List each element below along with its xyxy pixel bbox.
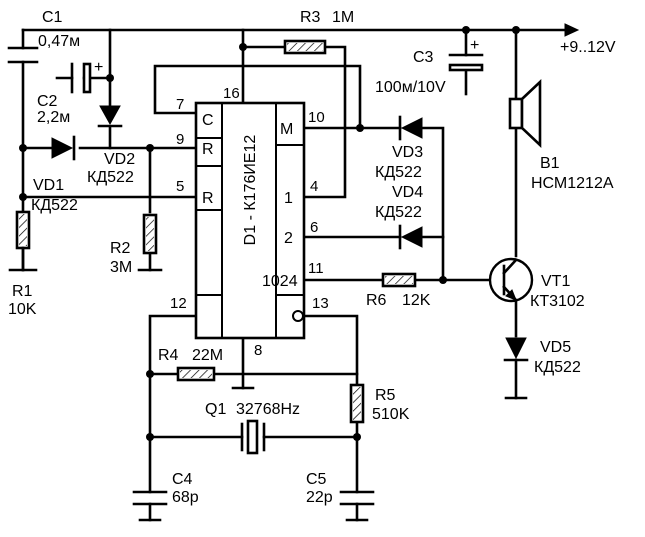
chip-pin-r2-label: R <box>202 190 214 207</box>
chip-pin-m-label: M <box>280 121 293 138</box>
r3-ref-label: R3 <box>300 9 321 26</box>
r2-value-label: 3M <box>110 259 132 276</box>
chip-d1: D1 - К176ИЕ12 C R R M 1 2 1024 7 16 9 5 … <box>170 85 329 359</box>
c1-ref-label: C1 <box>42 9 63 26</box>
diode-vd2: VD2 КД522 <box>87 105 135 186</box>
chip-name: D1 - К176ИЕ12 <box>242 135 259 246</box>
r4-value-label: 22M <box>192 347 223 364</box>
vd2-value-label: КД522 <box>87 169 134 186</box>
pin-number-7: 7 <box>176 96 184 113</box>
capacitor-c3: + C3 100м/10V <box>375 37 484 96</box>
c2-polarity-plus: + <box>94 59 103 76</box>
b1-ref-label: B1 <box>540 155 560 172</box>
c1-value-label: 0,47м <box>38 33 80 50</box>
vd4-ref-label: VD4 <box>392 184 423 201</box>
resistor-r4: R4 22M <box>158 347 223 382</box>
vd2-ref-label: VD2 <box>104 151 135 168</box>
c3-polarity-plus: + <box>470 37 479 54</box>
c3-ref-label: C3 <box>413 49 434 66</box>
speaker-b1: B1 НСМ1212А <box>508 78 614 192</box>
b1-value-label: НСМ1212А <box>531 175 614 192</box>
chip-pin-2-label: 2 <box>284 230 293 247</box>
c4-ref-label: C4 <box>172 471 193 488</box>
r1-ref-label: R1 <box>12 283 33 300</box>
diode-vd3: VD3 КД522 <box>375 115 423 181</box>
transistor-vt1: VT1 КТ3102 <box>488 257 585 310</box>
r4-ref-label: R4 <box>158 347 179 364</box>
vd1-ref-label: VD1 <box>33 177 64 194</box>
r1-value-label: 10K <box>8 301 37 318</box>
resistor-r1: R1 10K <box>8 210 37 318</box>
resistor-r3: R3 1M <box>283 9 354 55</box>
crystal-q1: Q1 32768Hz <box>205 401 300 455</box>
c4-value-label: 68р <box>172 489 199 506</box>
r5-ref-label: R5 <box>375 387 396 404</box>
pin-number-16: 16 <box>223 85 240 102</box>
pin-number-11: 11 <box>308 260 324 277</box>
chip-pin-1-label: 1 <box>284 190 293 207</box>
resistor-r5: R5 510K <box>349 383 410 424</box>
capacitor-c2: + C2 2,2м <box>37 59 103 126</box>
vd4-value-label: КД522 <box>375 204 422 221</box>
vt1-value-label: КТ3102 <box>530 293 585 310</box>
pin-number-4: 4 <box>310 178 318 195</box>
vd1-value-label: КД522 <box>31 197 78 214</box>
q1-ref-label: Q1 <box>205 401 226 418</box>
vt1-ref-label: VT1 <box>541 273 570 290</box>
vd3-ref-label: VD3 <box>392 144 423 161</box>
pin-number-5: 5 <box>176 178 184 195</box>
r6-value-label: 12K <box>402 292 431 309</box>
q1-value-label: 32768Hz <box>236 401 300 418</box>
pin-number-12: 12 <box>170 295 187 312</box>
supply-voltage-label: +9..12V <box>560 39 616 56</box>
chip-pin-r1-label: R <box>202 141 214 158</box>
vd3-value-label: КД522 <box>375 164 422 181</box>
c5-value-label: 22р <box>306 489 333 506</box>
pin-number-8: 8 <box>254 342 262 359</box>
c2-ref-label: C2 <box>37 93 58 110</box>
diode-vd4: VD4 КД522 <box>375 184 423 250</box>
pin-number-10: 10 <box>308 109 325 126</box>
diode-vd5: VD5 КД522 <box>503 337 581 376</box>
capacitor-c4: C4 68р <box>132 471 199 506</box>
wires <box>8 23 580 522</box>
c5-ref-label: C5 <box>306 471 327 488</box>
resistor-r6: R6 12K <box>366 272 431 309</box>
c2-value-label: 2,2м <box>37 109 70 126</box>
pin-number-9: 9 <box>176 131 184 148</box>
chip-pin-c-label: C <box>202 112 214 129</box>
r5-value-label: 510K <box>372 406 410 423</box>
resistor-r2: R2 3M <box>110 213 158 276</box>
r3-value-label: 1M <box>332 9 354 26</box>
r6-ref-label: R6 <box>366 292 387 309</box>
capacitor-c5: C5 22р <box>306 471 375 506</box>
diode-vd1: VD1 КД522 <box>31 135 78 214</box>
r2-ref-label: R2 <box>110 240 131 257</box>
vd5-value-label: КД522 <box>534 359 581 376</box>
chip-pin-1024-label: 1024 <box>262 273 298 290</box>
capacitor-c1: C1 0,47м <box>7 9 80 64</box>
junction-dots <box>19 26 520 441</box>
pin-number-6: 6 <box>310 219 318 236</box>
vd5-ref-label: VD5 <box>540 339 571 356</box>
c3-value-label: 100м/10V <box>375 79 446 96</box>
pin-number-13: 13 <box>312 295 329 312</box>
